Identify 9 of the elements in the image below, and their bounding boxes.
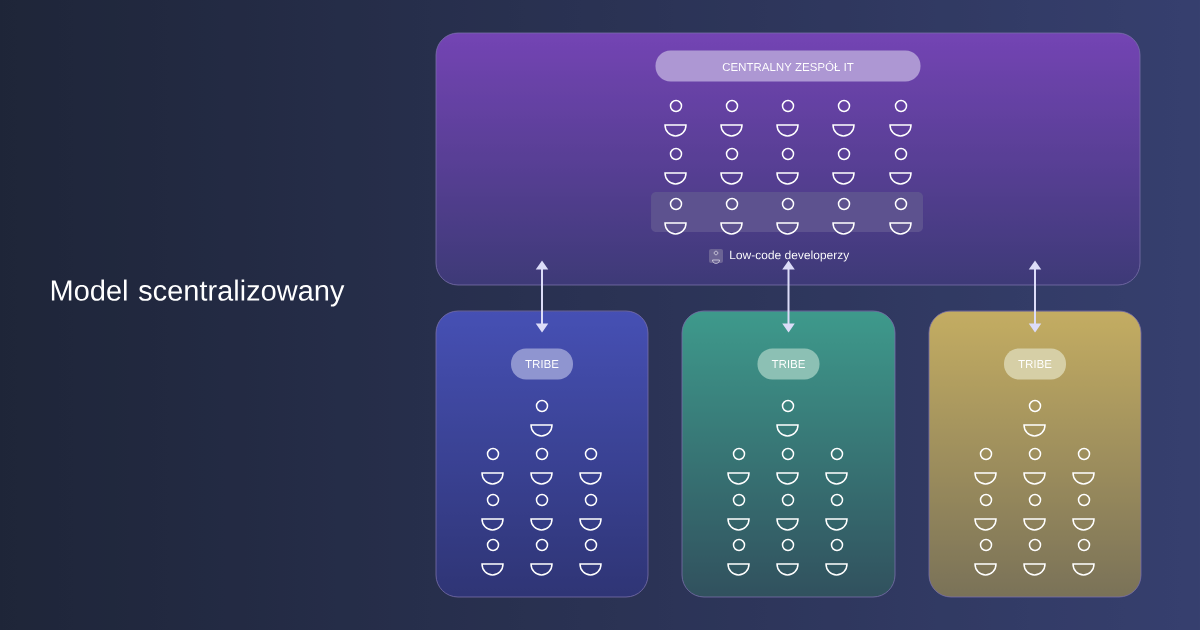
group-box (928, 310, 1142, 598)
label-pill: TRIBE (757, 348, 820, 380)
label-pill: TRIBE (511, 348, 573, 380)
group-box (435, 310, 649, 598)
title: Model scentralizowany (51, 279, 345, 307)
legend-text: Low-code developerzy (730, 250, 850, 262)
label-pill: TRIBE (1004, 348, 1066, 380)
group-box (681, 310, 896, 598)
label-pill: CENTRALNY ZESPÓŁ IT (655, 50, 921, 82)
